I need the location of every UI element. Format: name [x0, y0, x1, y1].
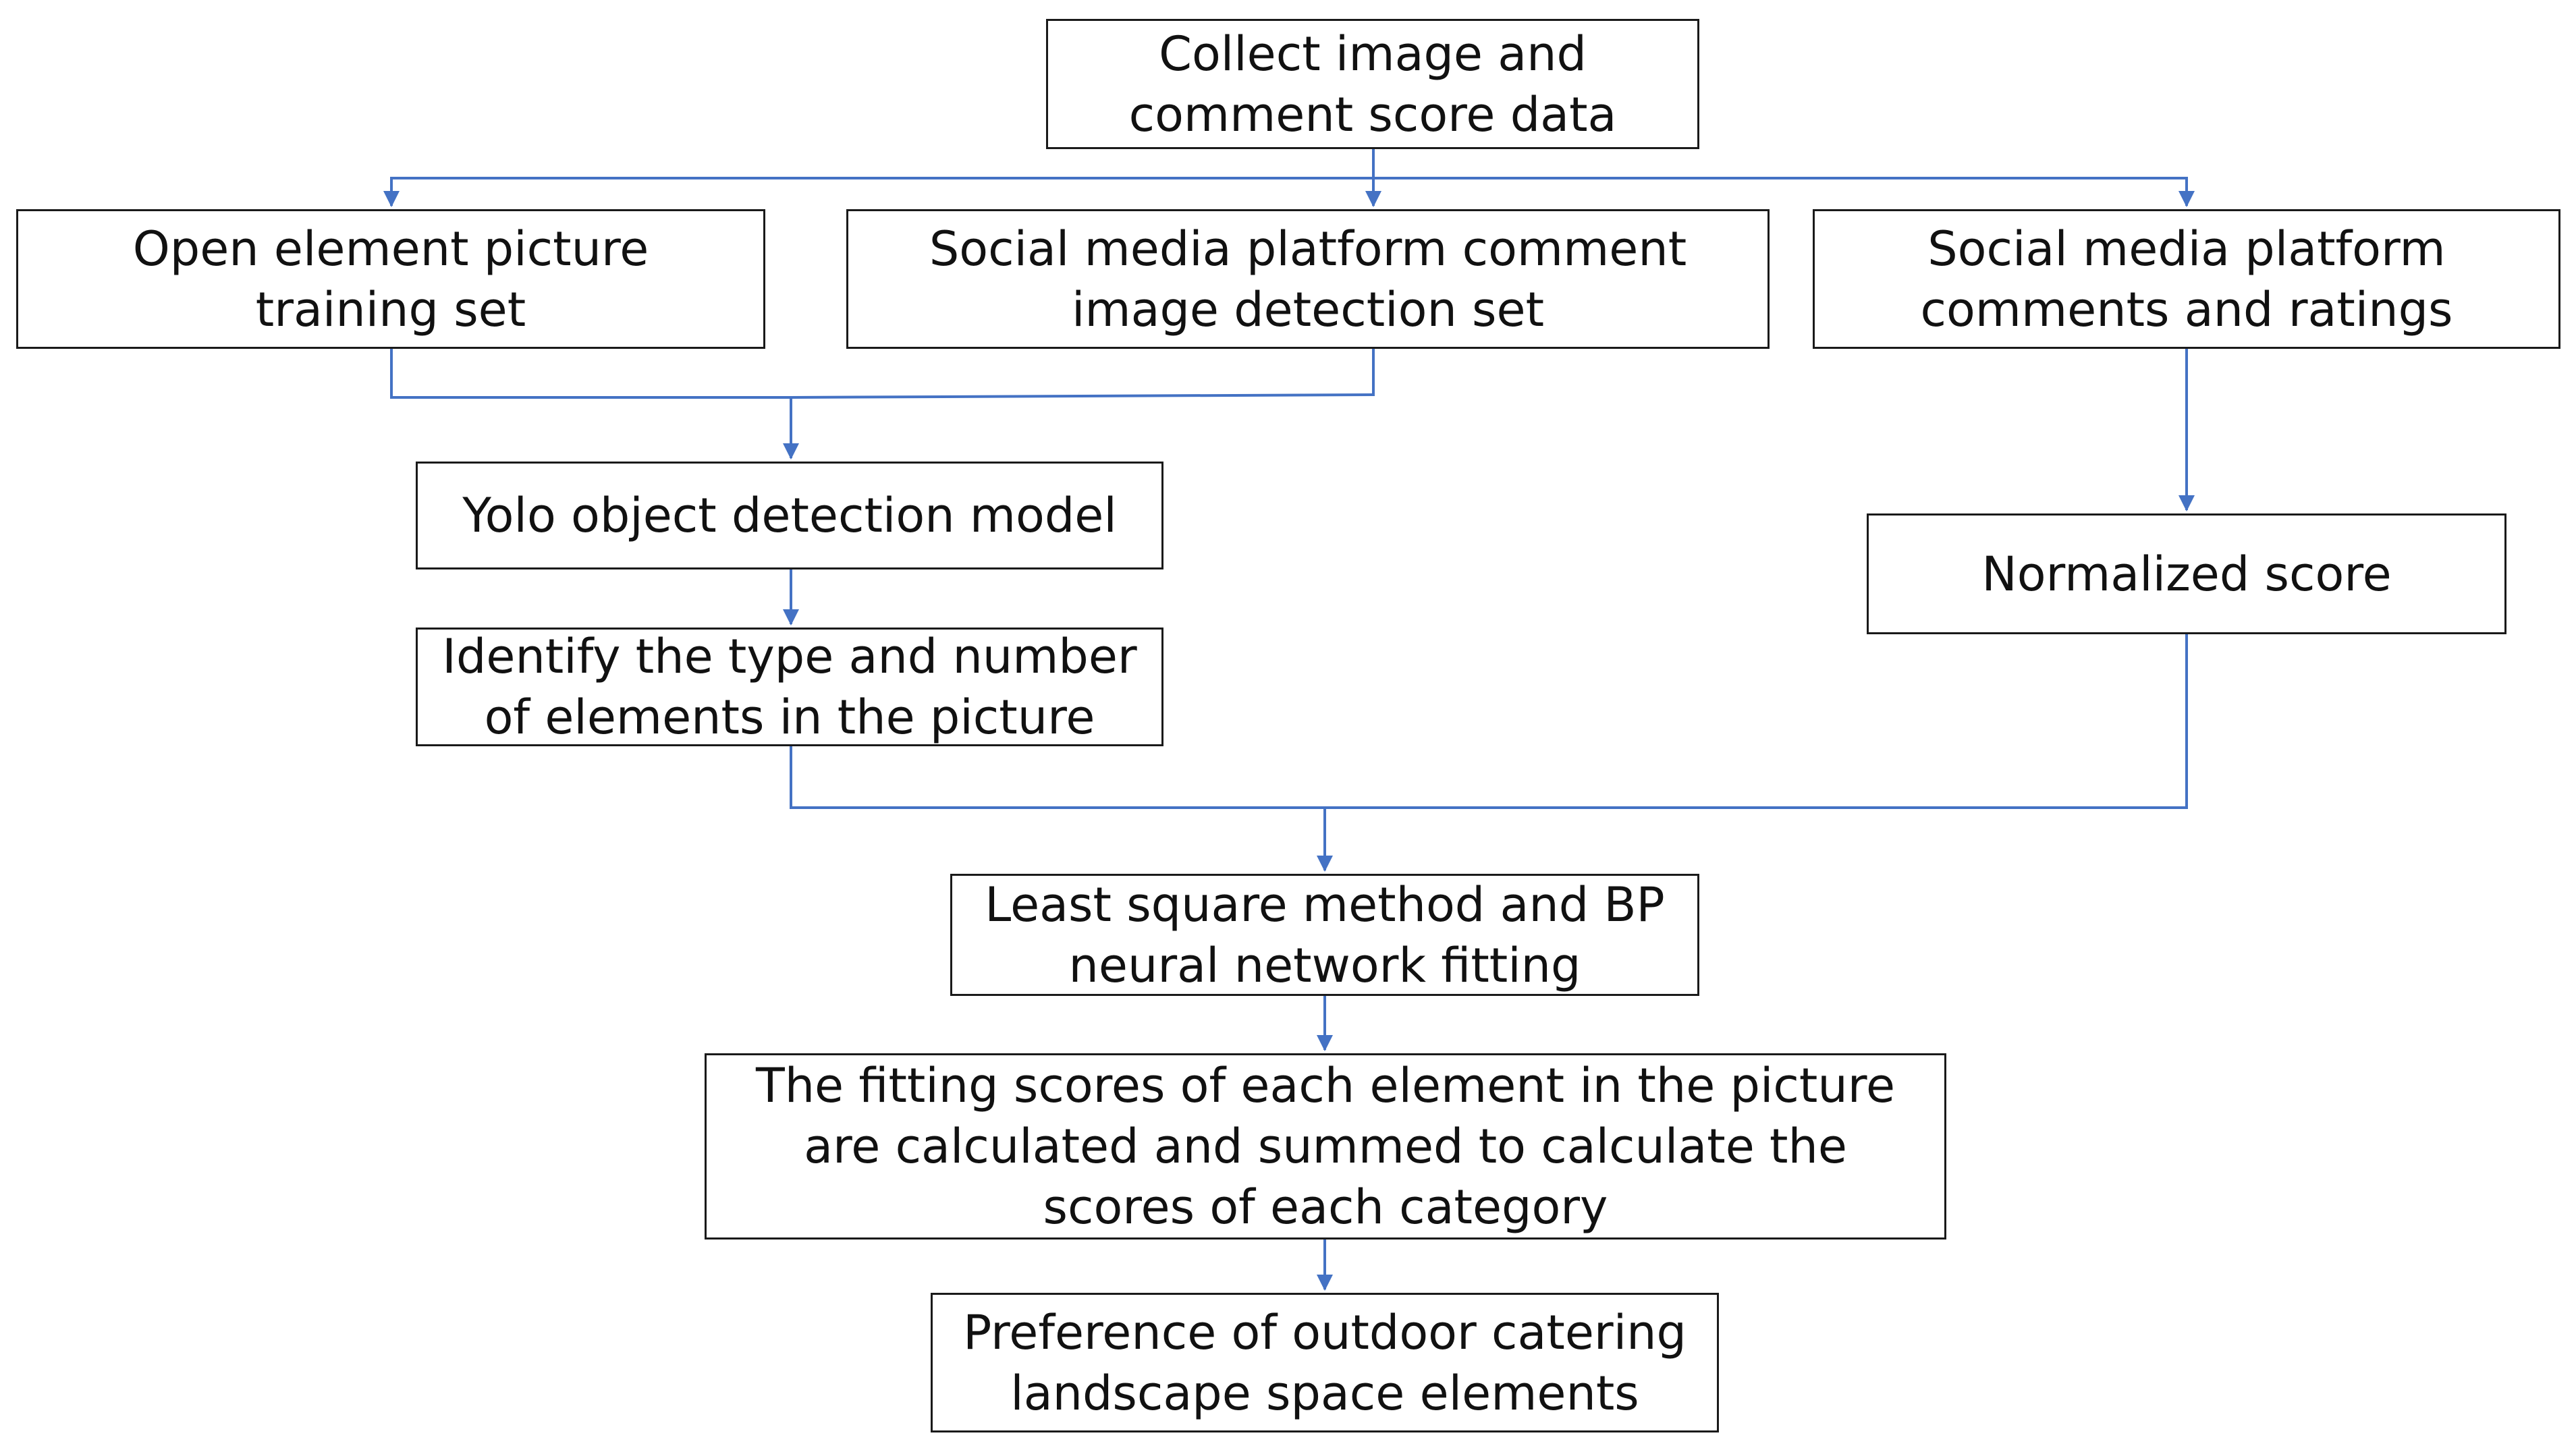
identify-elements-box: Identify the type and number of elements… — [416, 628, 1163, 746]
collect-data-label: Collect image and comment score data — [1128, 26, 1617, 142]
training-set-label: Open element picture training set — [132, 221, 649, 337]
detection-set-label: Social media platform comment image dete… — [929, 221, 1687, 337]
connector-identify-to-fitting — [790, 746, 1333, 872]
identify-elements-label: Identify the type and number of elements… — [442, 629, 1137, 745]
normalized-score-box: Normalized score — [1867, 513, 2506, 634]
category-scores-label: The fitting scores of each element in th… — [755, 1058, 1896, 1235]
detection-set-box: Social media platform comment image dete… — [846, 209, 1770, 349]
connector-training-set-to-yolo — [390, 349, 799, 460]
connector-detection-set-to-yolo — [790, 349, 1375, 399]
collect-data-box: Collect image and comment score data — [1046, 19, 1699, 149]
preference-box: Preference of outdoor catering landscape… — [931, 1293, 1719, 1432]
comments-ratings-label: Social media platform comments and ratin… — [1920, 221, 2453, 337]
yolo-model-box: Yolo object detection model — [416, 462, 1163, 569]
normalized-score-label: Normalized score — [1981, 546, 2392, 602]
connector-collect-to-training-set — [383, 149, 1375, 207]
training-set-box: Open element picture training set — [16, 209, 765, 349]
preference-label: Preference of outdoor catering landscape… — [963, 1304, 1687, 1421]
category-scores-box: The fitting scores of each element in th… — [705, 1053, 1946, 1240]
yolo-model-label: Yolo object detection model — [462, 488, 1117, 543]
connector-collect-to-comments-ratings — [1373, 177, 2195, 207]
fitting-method-label: Least square method and BP neural networ… — [985, 876, 1665, 993]
comments-ratings-box: Social media platform comments and ratin… — [1813, 209, 2560, 349]
fitting-method-box: Least square method and BP neural networ… — [950, 874, 1699, 996]
connector-normalized-to-fitting — [1325, 634, 2188, 809]
